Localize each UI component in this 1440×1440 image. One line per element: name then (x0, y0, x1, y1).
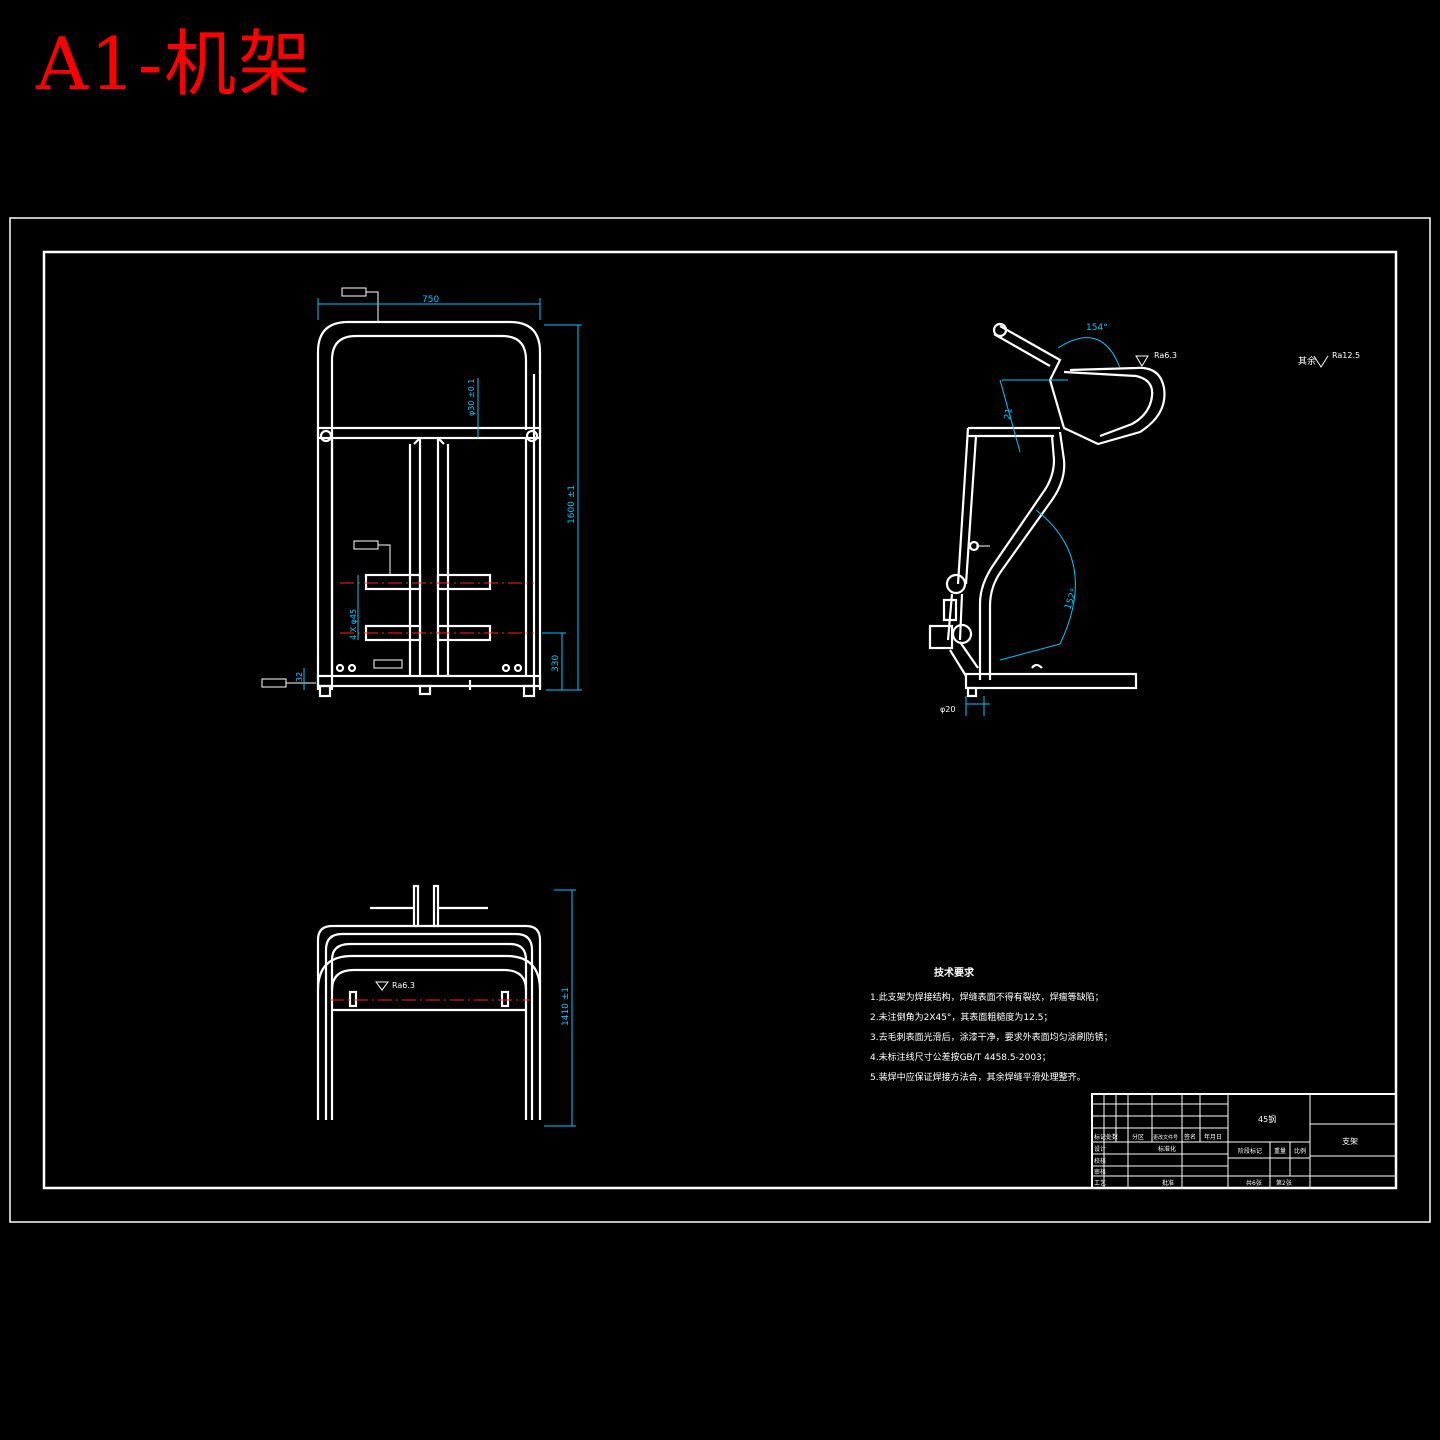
top-view (316, 884, 542, 1120)
stage-scale: 比例 (1294, 1147, 1306, 1155)
header-mark: 标记 (1094, 1133, 1106, 1141)
row-design: 设计 (1094, 1145, 1106, 1153)
roughness-side: Ra6.3 (1154, 351, 1177, 360)
roughness-general: Ra12.5 (1332, 351, 1360, 360)
outer-border (9, 217, 1431, 1223)
roughness-top: Ra6.3 (392, 981, 415, 990)
roughness-symbol-general (1313, 355, 1329, 368)
tech-item-5: 5.装焊中应保证焊接方法合，其余焊缝平滑处理整齐。 (870, 1071, 1086, 1083)
dim-base: φ20 (940, 705, 955, 714)
roughness-prefix: 其余 (1298, 355, 1316, 367)
header-sign: 签名 (1184, 1133, 1196, 1141)
row-process: 工艺 (1094, 1179, 1106, 1187)
stage-weight: 重量 (1274, 1147, 1286, 1155)
dim-tube-dia: φ30 ±0.1 (467, 379, 476, 416)
tech-heading: 技术要求 (934, 966, 975, 979)
standardization: 标准化 (1158, 1145, 1176, 1153)
header-doc: 更改文件号 (1153, 1134, 1178, 1141)
stage-mark: 阶段标记 (1238, 1147, 1262, 1155)
approval: 批准 (1162, 1179, 1174, 1187)
drawing-title: A1-机架 (36, 22, 313, 106)
dim-width: 750 (422, 295, 439, 305)
header-date: 年月日 (1204, 1133, 1222, 1141)
tech-item-4: 4.未标注线尺寸公差按GB/T 4458.5-2003； (870, 1051, 1051, 1063)
front-view (261, 287, 542, 698)
header-count: 处数 (1106, 1133, 1118, 1141)
part-name: 支架 (1342, 1136, 1358, 1146)
top-view-dimensions (544, 889, 576, 1127)
tech-item-3: 3.去毛刺表面光滑后，涂漆干净，要求外表面均匀涂刷防锈； (870, 1031, 1113, 1043)
sheet-total: 共6张 (1246, 1179, 1262, 1187)
dim-top-height: 1410 ±1 (561, 987, 571, 1026)
angle-lower: 152° (1063, 587, 1080, 611)
tech-item-2: 2.未注倒角为2X45°，其表面粗糙度为12.5； (870, 1011, 1052, 1023)
roughness-symbol-top (375, 981, 389, 991)
material: 45钢 (1258, 1114, 1276, 1124)
inner-border (42, 250, 1398, 1190)
dim-small: 32 (295, 672, 304, 682)
sheet-no: 第2张 (1276, 1179, 1292, 1187)
row-review: 审核 (1094, 1168, 1106, 1176)
title-block (1091, 1093, 1397, 1189)
roughness-symbol-side (1135, 355, 1149, 367)
dim-bottom: 330 (551, 655, 561, 672)
front-view-dimensions (303, 298, 582, 691)
header-zone: 分区 (1132, 1133, 1144, 1141)
dim-upper: 21 (1003, 408, 1015, 421)
side-view-dimensions (965, 337, 1121, 716)
row-check: 校核 (1094, 1157, 1106, 1165)
tech-item-1: 1.此支架为焊接结构，焊缝表面不得有裂纹，焊瘤等缺陷； (870, 991, 1104, 1003)
angle-top: 154° (1086, 323, 1108, 333)
dim-holes: 4 X φ45 (349, 609, 358, 640)
side-view (928, 322, 1166, 698)
dim-height: 1600 ±1 (567, 485, 577, 524)
